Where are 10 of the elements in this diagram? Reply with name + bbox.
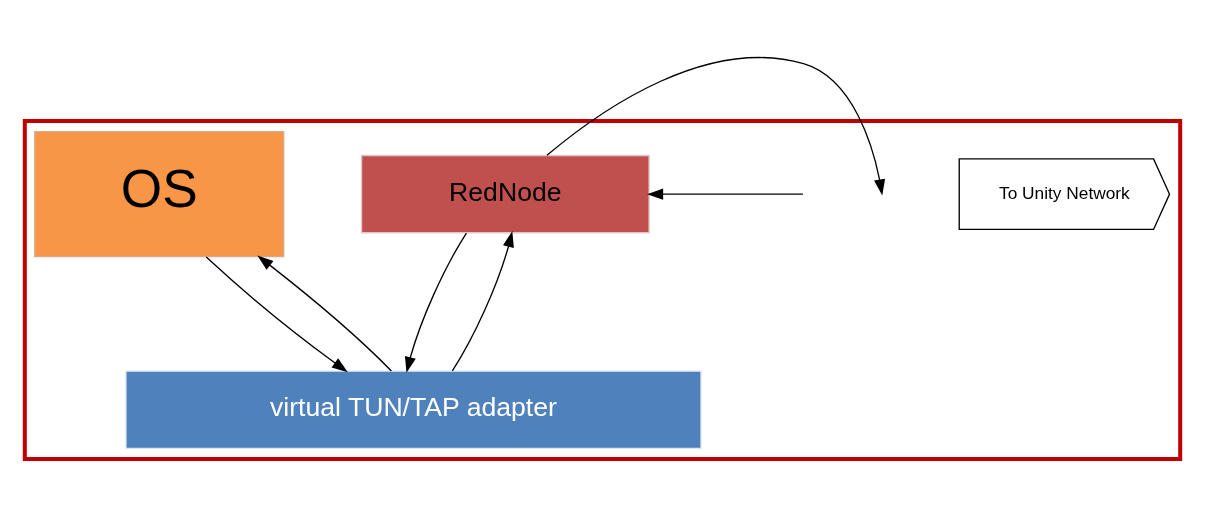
arrow: [404, 232, 468, 373]
node-box: RedNode: [360, 154, 650, 234]
arrow: [451, 231, 514, 372]
node-box: virtual TUN/TAP adapter: [125, 370, 702, 450]
arrow: [546, 56, 886, 196]
cluster: [22, 118, 1183, 462]
arrow: [205, 256, 348, 373]
arrow: [647, 188, 804, 200]
arrow: [257, 255, 393, 372]
node-box: OS: [34, 130, 285, 258]
